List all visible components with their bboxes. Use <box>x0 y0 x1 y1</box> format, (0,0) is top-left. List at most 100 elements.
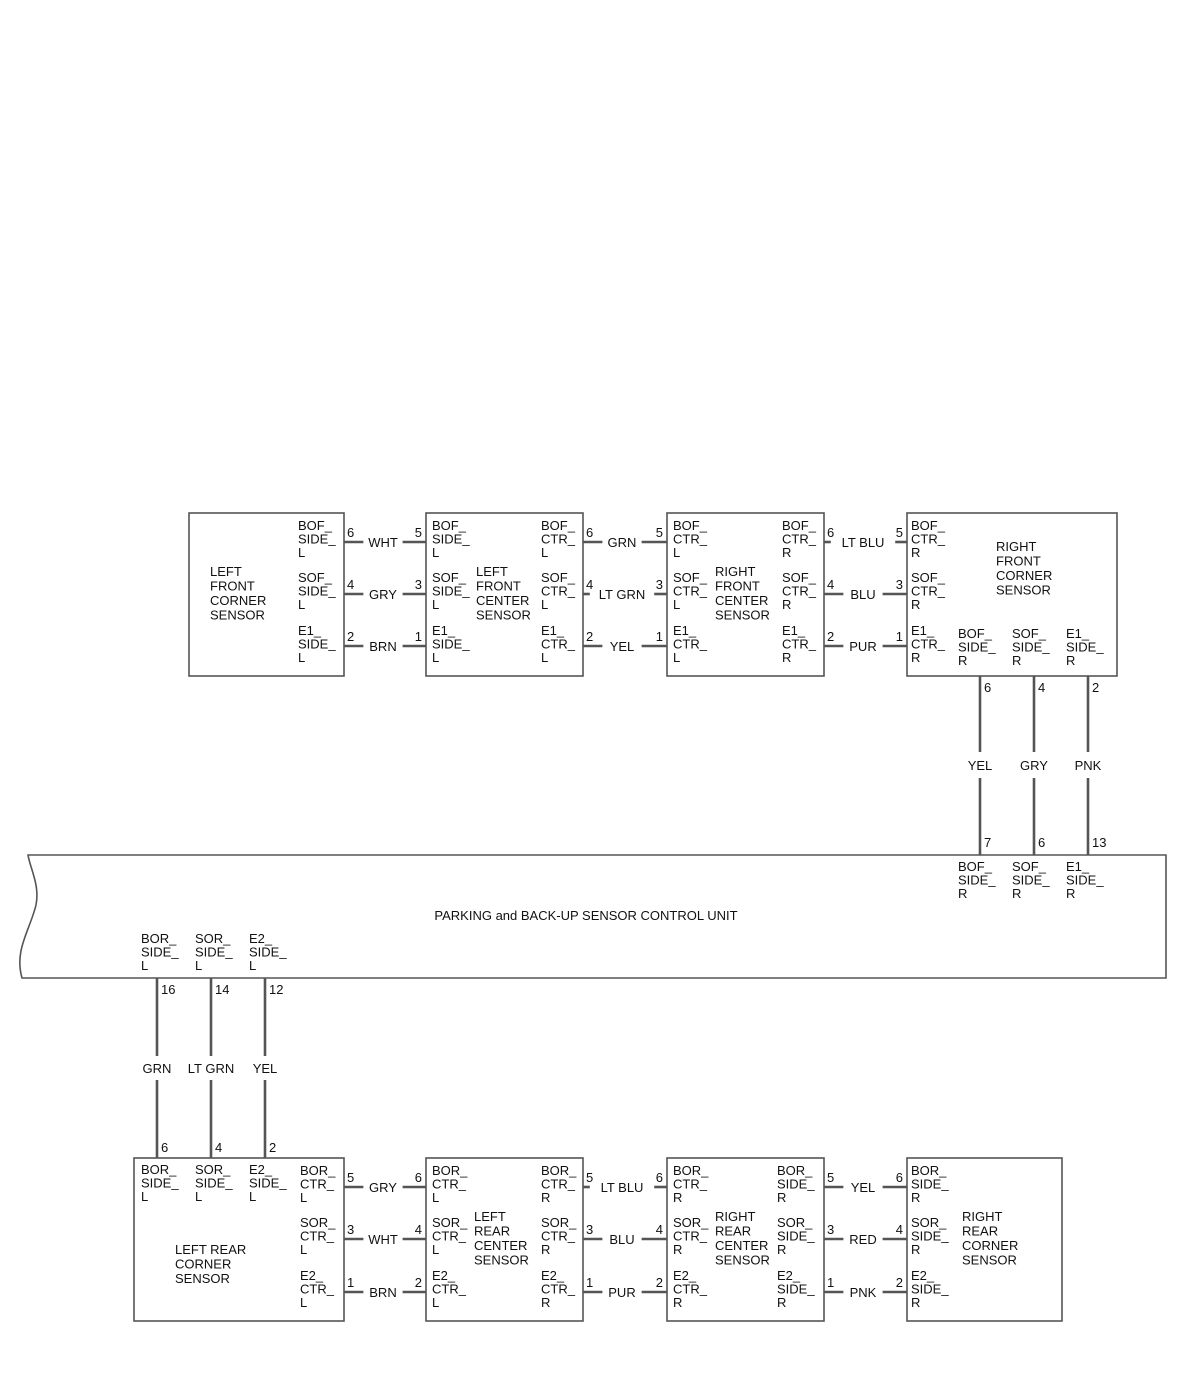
terminal-label: L <box>249 958 256 973</box>
pin-number: 1 <box>827 1275 834 1290</box>
terminal-label: R <box>782 597 791 612</box>
terminal-label: SOF_ <box>432 570 467 585</box>
sensor-name: CORNER <box>996 568 1052 583</box>
sensor-name: REAR <box>474 1224 510 1239</box>
terminal-label: SIDE_ <box>1012 640 1050 655</box>
terminal-label: E2_ <box>777 1268 801 1283</box>
left-front-center-sensor <box>425 512 584 677</box>
pin-number: 12 <box>269 982 283 997</box>
terminal-label: SIDE_ <box>195 1176 233 1191</box>
terminal-label: R <box>911 1242 920 1257</box>
terminal-label: R <box>1012 886 1021 901</box>
terminal-label: SIDE_ <box>432 637 470 652</box>
pin-number: 2 <box>1092 680 1099 695</box>
terminal-label: SIDE_ <box>432 584 470 599</box>
sensor-name: SENSOR <box>715 608 770 623</box>
pin-number: 7 <box>984 835 991 850</box>
terminal-label: R <box>782 545 791 560</box>
terminal-label: SIDE_ <box>958 640 996 655</box>
wire-color-label: BRN <box>369 639 396 654</box>
sensor-name: RIGHT <box>962 1209 1003 1224</box>
terminal-label: SIDE_ <box>1066 873 1104 888</box>
terminal-label: SIDE_ <box>249 945 287 960</box>
terminal-label: SIDE_ <box>777 1282 815 1297</box>
sensor-name: SENSOR <box>476 608 531 623</box>
wire-color-label: WHT <box>368 1232 398 1247</box>
terminal-label: SIDE_ <box>911 1229 949 1244</box>
sensor-name: CORNER <box>962 1238 1018 1253</box>
terminal-label: SOF_ <box>673 570 708 585</box>
pin-number: 4 <box>896 1222 903 1237</box>
terminal-label: SIDE_ <box>777 1229 815 1244</box>
terminal-label: R <box>958 653 967 668</box>
terminal-label: L <box>432 650 439 665</box>
terminal-label: SIDE_ <box>958 873 996 888</box>
terminal-label: CTR_ <box>673 637 708 652</box>
wire-color-label: LT BLU <box>842 535 885 550</box>
terminal-label: L <box>673 650 680 665</box>
terminal-label: R <box>673 1190 682 1205</box>
terminal-label: SIDE_ <box>911 1282 949 1297</box>
terminal-label: CTR_ <box>673 1282 708 1297</box>
terminal-label: E1_ <box>782 623 806 638</box>
sensor-name: CORNER <box>210 593 266 608</box>
terminal-label: SOF_ <box>782 570 817 585</box>
sensor-name: SENSOR <box>474 1253 529 1268</box>
terminal-label: BOR_ <box>541 1163 577 1178</box>
component-boxes <box>19 512 1167 1322</box>
terminal-label: R <box>541 1190 550 1205</box>
terminal-label: CTR_ <box>673 1177 708 1192</box>
pin-number: 6 <box>827 525 834 540</box>
terminal-label: CTR_ <box>673 532 708 547</box>
terminal-label: L <box>432 1190 439 1205</box>
wire-color-label: GRY <box>369 587 397 602</box>
terminal-label: SOR_ <box>673 1215 709 1230</box>
terminal-label: L <box>195 958 202 973</box>
terminal-label: R <box>911 1295 920 1310</box>
terminal-label: SIDE_ <box>249 1176 287 1191</box>
terminal-label: R <box>1066 653 1075 668</box>
terminal-label: E2_ <box>432 1268 456 1283</box>
terminal-label: SIDE_ <box>195 945 233 960</box>
terminal-label: L <box>141 1189 148 1204</box>
wire-color-label: BLU <box>850 587 875 602</box>
terminal-label: SIDE_ <box>298 532 336 547</box>
pin-number: 1 <box>586 1275 593 1290</box>
terminal-label: L <box>141 958 148 973</box>
terminal-label: L <box>300 1295 307 1310</box>
pin-number: 1 <box>656 629 663 644</box>
terminal-label: R <box>541 1242 550 1257</box>
wire-color-label: WHT <box>368 535 398 550</box>
terminal-label: SOF_ <box>298 570 333 585</box>
pin-number: 1 <box>896 629 903 644</box>
sensor-name: REAR <box>962 1224 998 1239</box>
pin-number: 4 <box>415 1222 422 1237</box>
pin-number: 5 <box>656 525 663 540</box>
terminal-label: SIDE_ <box>777 1177 815 1192</box>
terminal-label: R <box>541 1295 550 1310</box>
sensor-name: LEFT REAR <box>175 1242 246 1257</box>
terminal-label: CTR_ <box>541 637 576 652</box>
pin-number: 2 <box>347 629 354 644</box>
terminal-label: R <box>673 1295 682 1310</box>
terminal-label: BOR_ <box>673 1163 709 1178</box>
wire-color-label: PNK <box>1075 758 1102 773</box>
terminal-label: L <box>249 1189 256 1204</box>
terminal-label: E2_ <box>673 1268 697 1283</box>
terminal-label: SOR_ <box>911 1215 947 1230</box>
sensor-name: CENTER <box>476 593 529 608</box>
sensor-name: CENTER <box>474 1238 527 1253</box>
pin-number: 3 <box>586 1222 593 1237</box>
pin-number: 13 <box>1092 835 1106 850</box>
pin-number: 2 <box>586 629 593 644</box>
terminal-label: BOR_ <box>141 931 177 946</box>
terminal-label: SIDE_ <box>911 1177 949 1192</box>
pin-number: 4 <box>656 1222 663 1237</box>
wire-color-label: YEL <box>851 1180 876 1195</box>
terminal-label: SOR_ <box>541 1215 577 1230</box>
pin-number: 3 <box>347 1222 354 1237</box>
pin-number: 16 <box>161 982 175 997</box>
terminal-label: E1_ <box>541 623 565 638</box>
terminal-label: BOF_ <box>958 859 993 874</box>
terminal-label: CTR_ <box>300 1282 335 1297</box>
